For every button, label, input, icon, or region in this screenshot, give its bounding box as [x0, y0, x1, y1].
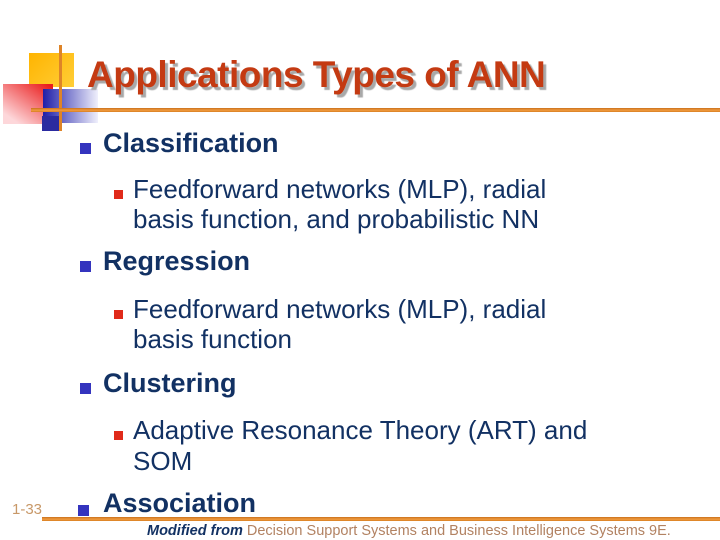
vertical-accent-line: [59, 45, 62, 131]
level1-bullet-icon: [80, 261, 91, 272]
level1-bullet-icon: [80, 383, 91, 394]
deco-navy-square-icon: [42, 116, 60, 131]
slide-title: Applications Types of ANN: [87, 54, 546, 95]
bullet-sub-line: basis function, and probabilistic NN: [133, 204, 540, 234]
level1-bullet-icon: [80, 143, 91, 154]
level2-bullet-icon: [114, 431, 123, 440]
title-underline: [31, 108, 720, 112]
bullet-heading: Association: [103, 488, 257, 518]
bullet-heading: Classification: [103, 128, 279, 158]
level2-bullet-icon: [114, 310, 123, 319]
level1-bullet-icon: [78, 505, 89, 516]
bullet-heading: Clustering: [103, 368, 237, 398]
footer-source: Decision Support Systems and Business In…: [246, 523, 671, 539]
page-number: 1-33: [12, 501, 43, 518]
footer-emphasis: Modified from: [147, 523, 243, 539]
bullet-sub-line: basis function: [133, 324, 292, 354]
footer-citation: Modified from Decision Support Systems a…: [147, 523, 671, 539]
deco-yellow-square-icon: [29, 53, 74, 87]
level2-bullet-icon: [114, 190, 123, 199]
bullet-sub-line: Feedforward networks (MLP), radial: [133, 294, 547, 324]
bullet-sub-line: SOM: [133, 446, 193, 476]
bullet-sub-line: Adaptive Resonance Theory (ART) and: [133, 415, 588, 445]
bullet-sub-line: Feedforward networks (MLP), radial: [133, 174, 547, 204]
bullet-heading: Regression: [103, 246, 251, 276]
footer-rule-line: [42, 517, 720, 521]
